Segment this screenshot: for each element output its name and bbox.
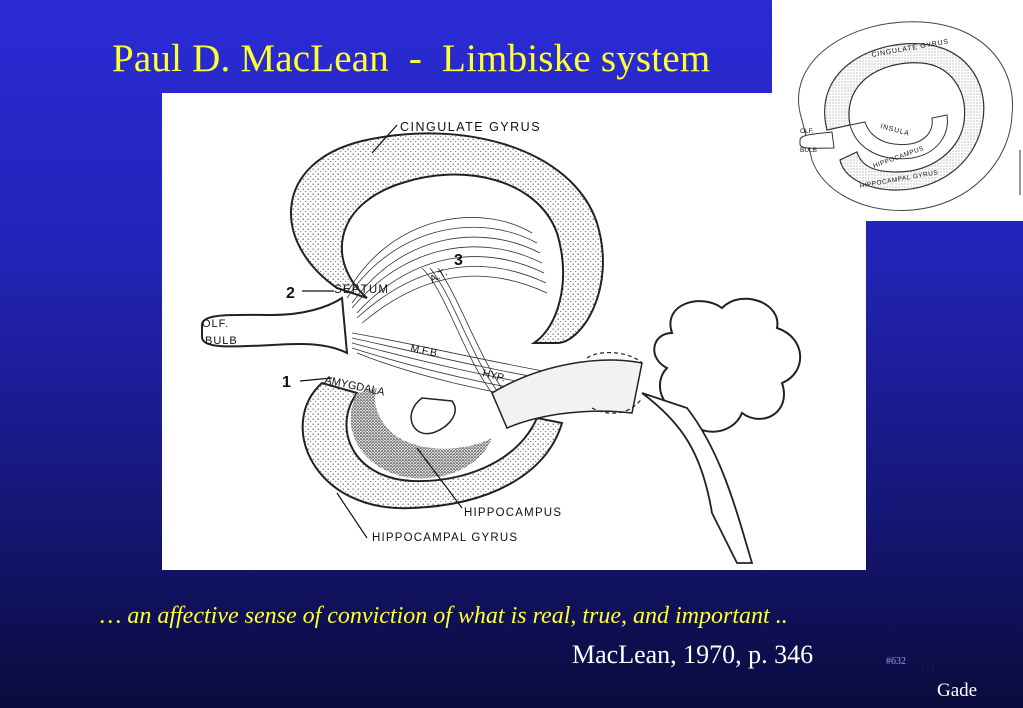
label-hippocampal-gyrus: HIPPOCAMPAL GYRUS [372, 532, 518, 544]
inset-inner-arc [849, 114, 948, 160]
label-number-2: 2 [286, 285, 295, 302]
limbic-diagram-svg: CINGULATE GYRUS SEPTUM A.T. OLF. BULB M.… [201, 120, 802, 564]
hippocampal-arc [301, 381, 564, 510]
inset-olf-bulb [799, 131, 835, 149]
maclean-quote: … an affective sense of conviction of wh… [100, 603, 788, 629]
label-olf: OLF. [202, 318, 229, 330]
label-hyp: HYP. [481, 367, 506, 384]
hypothalamus-lobe [410, 397, 456, 435]
hippocampus-region [350, 388, 492, 479]
spinal-cord [641, 392, 754, 564]
brainstem [491, 359, 643, 429]
inset-diagram-svg: CINGULATE GYRUS INSULA OLF. BULB HIPPOCA… [798, 21, 1021, 211]
leader-lines [299, 124, 463, 539]
inset-limbic-ring [824, 43, 985, 191]
inset-limbic-diagram: CINGULATE GYRUS INSULA OLF. BULB HIPPOCA… [772, 0, 1023, 221]
slide-title: Paul D. MacLean - Limbiske system [112, 37, 711, 80]
limbic-ring [290, 132, 604, 344]
limbic-system-diagram: CINGULATE GYRUS SEPTUM A.T. OLF. BULB M.… [162, 93, 866, 570]
cerebellum [653, 297, 802, 433]
label-number-1: 1 [282, 374, 291, 391]
label-hippocampus: HIPPOCAMPUS [464, 507, 562, 519]
slide-id: #632 [886, 656, 906, 667]
inset-label-olf: OLF. [800, 128, 814, 135]
olf-bulb [201, 296, 349, 355]
slide-number: 10 [919, 659, 934, 675]
citation: MacLean, 1970, p. 346 [572, 640, 814, 669]
inset-label-bulb: BULB [800, 147, 817, 154]
label-septum: SEPTUM [334, 284, 389, 296]
label-bulb: BULB [205, 335, 238, 347]
label-mfb: M.F.B. [409, 342, 441, 360]
label-cingulate-gyrus: CINGULATE GYRUS [400, 120, 541, 134]
label-number-3: 3 [454, 252, 463, 269]
author: Gade [937, 680, 978, 701]
